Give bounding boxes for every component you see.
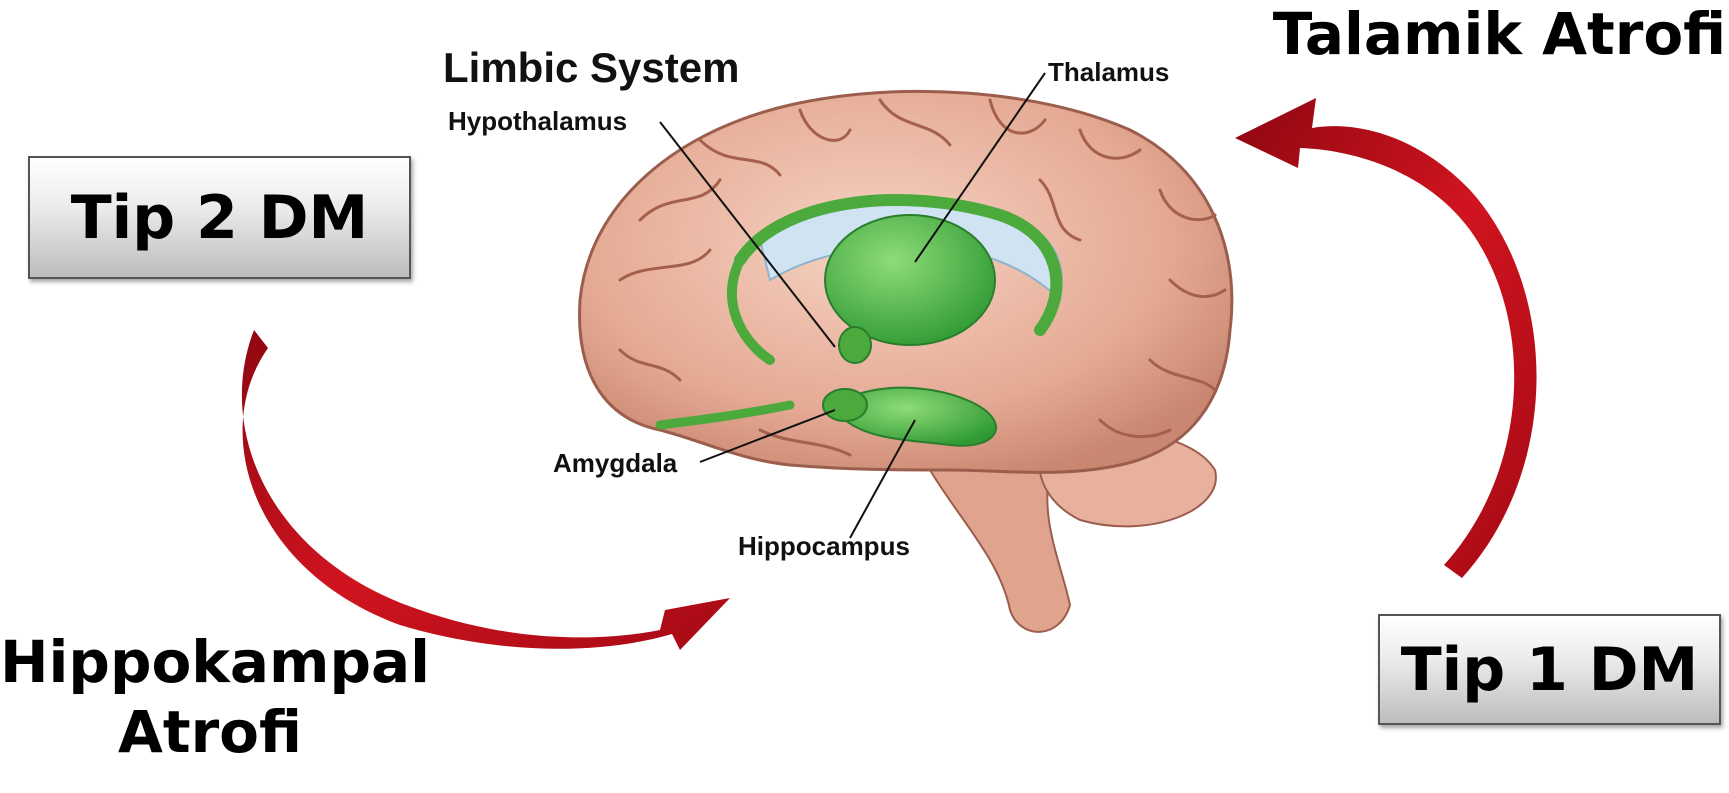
amygdala — [823, 389, 867, 421]
tip2-dm-label: Tip 2 DM — [71, 183, 368, 253]
tip1-dm-label: Tip 1 DM — [1401, 635, 1698, 705]
hippocampus-label: Hippocampus — [738, 531, 910, 561]
hippokampal-line1: Hippokampal — [0, 628, 420, 698]
thalamus — [825, 215, 995, 345]
tip2-dm-box: Tip 2 DM — [28, 156, 411, 279]
hippokampal-atrofi-label: Hippokampal Atrofi — [0, 628, 420, 767]
talamik-atrofi-label: Talamik Atrofi — [1270, 0, 1729, 70]
thalamus-label: Thalamus — [1048, 57, 1169, 87]
hypothalamus-label: Hypothalamus — [448, 106, 627, 136]
tip1-dm-box: Tip 1 DM — [1378, 614, 1721, 725]
hypothalamus — [839, 327, 871, 363]
diagram-title: Limbic System — [443, 44, 739, 91]
hippokampal-line2: Atrofi — [0, 698, 420, 768]
amygdala-label: Amygdala — [553, 448, 678, 478]
